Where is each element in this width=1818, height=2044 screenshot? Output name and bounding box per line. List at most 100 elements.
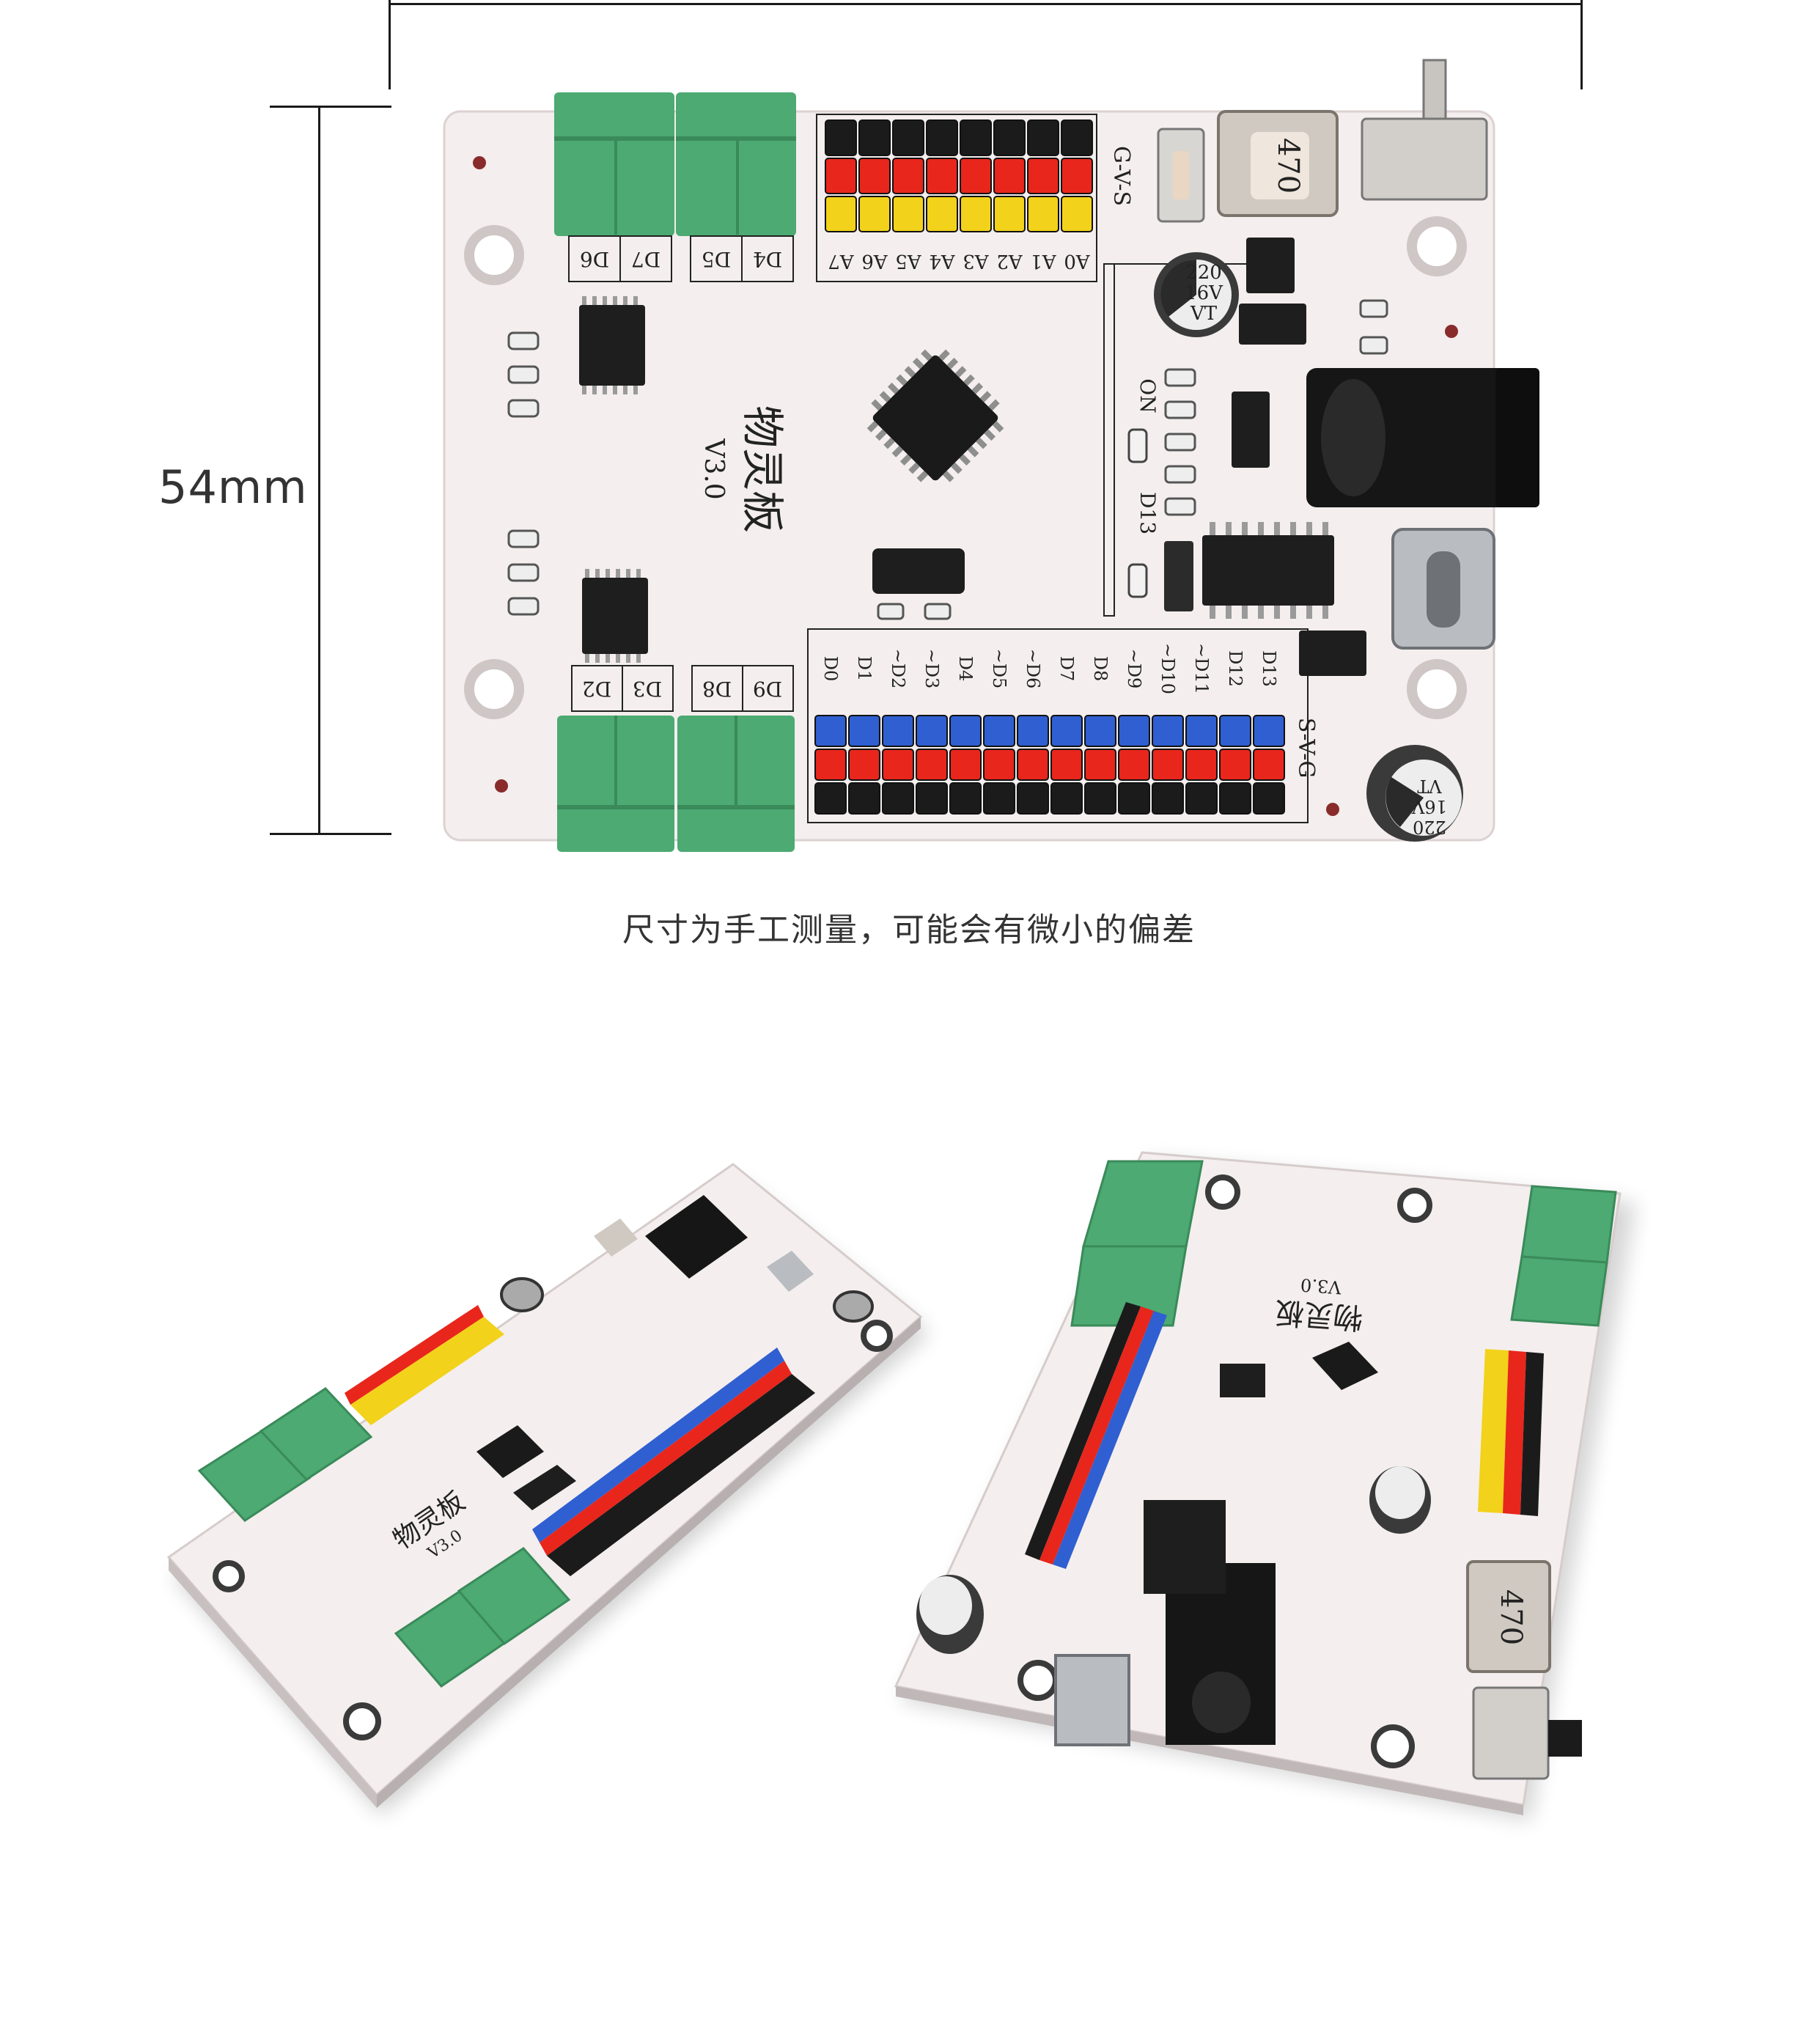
svg-text:VT: VT — [1417, 776, 1442, 796]
digital-pin-label: D1 — [854, 656, 875, 682]
digital-pin-socket — [1050, 715, 1083, 747]
analog-pin-socket — [892, 196, 924, 232]
digital-pin-socket — [1118, 715, 1150, 747]
main-mcu — [866, 349, 1004, 482]
digital-header-outline — [807, 628, 1309, 823]
small-resistors-right — [1164, 299, 1388, 516]
digital-pin-socket — [1219, 782, 1251, 815]
svg-text:220: 220 — [1185, 262, 1222, 284]
analog-pin-header — [825, 120, 1093, 232]
digital-pin-label: ~D5 — [989, 649, 1009, 689]
height-dimension-tick-bottom — [270, 833, 391, 835]
analog-pin-socket — [1061, 196, 1093, 232]
analog-header-outline — [816, 114, 1097, 282]
digital-pin-socket — [1017, 715, 1049, 747]
terminal-label-d3: D3 — [633, 677, 662, 701]
digital-pin-socket — [1185, 782, 1218, 815]
analog-pin-socket — [858, 120, 891, 156]
right-board-analog-header — [1478, 1349, 1544, 1516]
analog-pin-socket — [825, 120, 857, 156]
left-board-digital-header — [532, 1348, 815, 1576]
fuse — [1164, 541, 1193, 611]
analog-pin-socket — [993, 120, 1026, 156]
top-screw-terminals — [554, 92, 796, 236]
analog-pin-label: A6 — [861, 250, 888, 272]
digital-pin-socket — [1017, 749, 1049, 781]
digital-pin-label: D7 — [1056, 656, 1077, 682]
digital-pin-socket — [848, 749, 880, 781]
electrolytic-capacitor-2: 220 16V VT — [1366, 745, 1463, 842]
board-version: V3.0 — [699, 438, 729, 499]
digital-pin-socket — [916, 715, 948, 747]
bottom-terminal-labels — [571, 665, 794, 712]
digital-pin-socket — [1219, 715, 1251, 747]
width-dimension-line — [389, 3, 1582, 5]
terminal-label-d7: D7 — [631, 247, 660, 271]
analog-pin-socket — [1027, 120, 1059, 156]
regulator-chip — [1246, 238, 1295, 293]
width-dimension-tick-right — [1580, 0, 1583, 89]
protection-diode — [1232, 391, 1270, 468]
left-board-terminals — [197, 1387, 571, 1688]
digital-pin-socket — [983, 749, 1015, 781]
digital-pin-socket — [1253, 749, 1285, 781]
digital-pin-socket — [848, 715, 880, 747]
led-label-on: ON — [1136, 378, 1160, 413]
terminal-label-d2: D2 — [582, 677, 611, 701]
right-board-name: 物灵板 — [1274, 1295, 1364, 1334]
digital-pin-label: D13 — [1259, 650, 1279, 687]
driver-ic-1 — [579, 296, 645, 394]
digital-pin-socket — [916, 782, 948, 815]
right-board-mcu — [1312, 1342, 1378, 1390]
svg-text:VT: VT — [1190, 303, 1218, 325]
analog-pin-socket — [825, 196, 857, 232]
analog-pin-socket — [858, 196, 891, 232]
analog-pin-socket — [892, 120, 924, 156]
digital-pin-socket — [882, 782, 914, 815]
analog-pin-socket — [1061, 120, 1093, 156]
terminal-label-d4: D4 — [753, 247, 782, 271]
right-board-capacitors — [916, 1466, 1431, 1654]
inductor: 470 — [1217, 110, 1339, 217]
analog-header-label: G-V-S — [1108, 146, 1134, 206]
digital-pin-socket — [1185, 715, 1218, 747]
digital-pin-socket — [1118, 782, 1150, 815]
analog-pin-socket — [1061, 158, 1093, 194]
digital-pin-socket — [1185, 749, 1218, 781]
led-label-d13: D13 — [1136, 492, 1160, 534]
height-dimension-label: 54mm — [158, 460, 308, 514]
digital-pin-socket — [814, 749, 847, 781]
width-dimension-tick-left — [389, 0, 391, 89]
svg-text:16V: 16V — [1185, 282, 1223, 304]
right-board-terminals — [1070, 1160, 1617, 1327]
digital-pin-socket — [1084, 782, 1116, 815]
svg-text:16V: 16V — [1411, 796, 1447, 817]
digital-pin-socket — [882, 715, 914, 747]
board-angle-left: 物灵板 V3.0 — [166, 1163, 930, 1815]
analog-pin-socket — [1027, 196, 1059, 232]
digital-pin-socket — [916, 749, 948, 781]
usb-c-port — [1391, 528, 1495, 650]
digital-pin-socket — [1084, 749, 1116, 781]
digital-pin-label: ~D9 — [1124, 649, 1144, 689]
analog-pin-label: A7 — [828, 250, 854, 272]
mounting-holes — [464, 216, 1467, 719]
digital-pin-socket — [1253, 715, 1285, 747]
crystal-oscillator — [872, 548, 965, 594]
driver-ic-2 — [582, 569, 648, 663]
digital-pin-socket — [1152, 715, 1184, 747]
digital-pin-socket — [814, 782, 847, 815]
digital-pin-socket — [1084, 715, 1116, 747]
analog-pin-label: A1 — [1030, 250, 1056, 272]
right-board-inductor-marking: 470 — [1494, 1589, 1528, 1645]
bottom-screw-terminals — [557, 716, 795, 852]
digital-pin-label: D0 — [820, 656, 841, 682]
analog-pin-socket — [1027, 158, 1059, 194]
digital-pin-socket — [1050, 782, 1083, 815]
analog-pin-socket — [960, 158, 992, 194]
digital-pin-label: ~D2 — [888, 649, 908, 689]
digital-pin-label: ~D6 — [1023, 649, 1043, 689]
